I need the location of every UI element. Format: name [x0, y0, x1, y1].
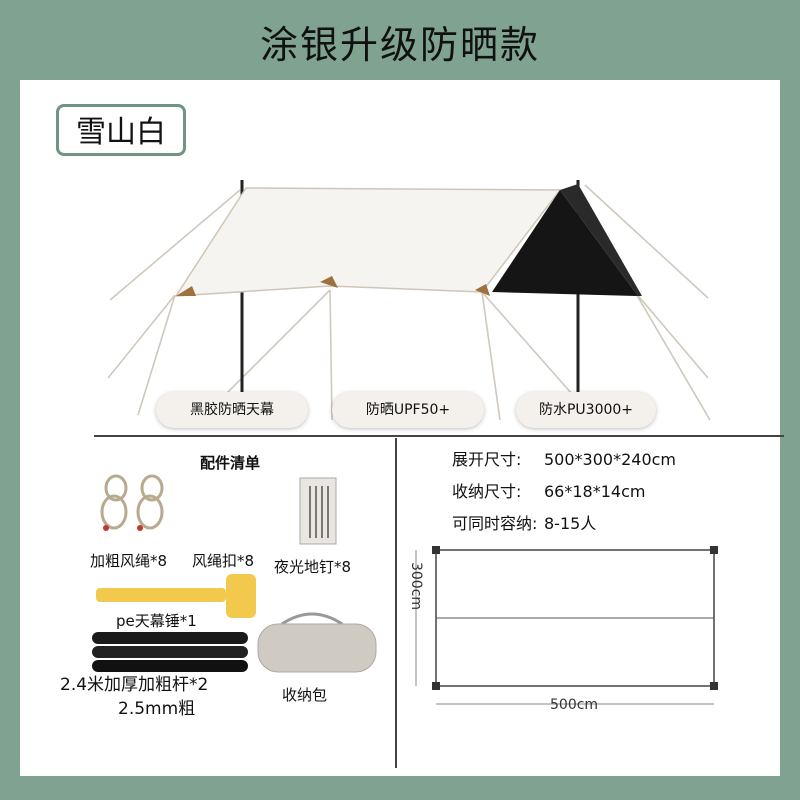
color-badge: 雪山白	[56, 104, 186, 156]
bag-label: 收纳包	[282, 686, 328, 704]
poles-label: 2.4米加厚加粗杆*2	[60, 675, 209, 695]
stakes-label: 夜光地钉*8	[274, 558, 352, 576]
tent-illustration	[107, 180, 711, 421]
spec-capacity: 可同时容纳:8-15人	[452, 514, 597, 533]
rope-label: 加粗风绳*8	[90, 552, 168, 570]
spec-packed: 收纳尺寸:66*18*14cm	[452, 482, 646, 501]
height-dimension-label: 300cm	[408, 561, 425, 611]
spec-unfolded: 展开尺寸:500*300*240cm	[452, 450, 676, 469]
dimension-diagram	[415, 546, 718, 705]
feature-tag-upf: 防晒UPF50+	[332, 392, 484, 428]
width-dimension-label: 500cm	[550, 697, 599, 713]
product-card: 雪山白 黑胶防晒天幕 防晒UPF50+ 防水PU3000+ 配件清单 加粗风绳*…	[20, 80, 784, 776]
rope-image	[100, 474, 164, 531]
hammer-image	[96, 574, 256, 618]
column-divider	[395, 438, 397, 768]
feature-tag-blackout: 黑胶防晒天幕	[156, 392, 308, 428]
bag-image	[257, 612, 377, 673]
poles-image	[92, 632, 248, 672]
hammer-label: pe天幕锤*1	[116, 612, 197, 630]
feature-tag-waterproof: 防水PU3000+	[516, 392, 656, 428]
section-divider	[94, 435, 784, 437]
poles-spec-label: 2.5mm粗	[118, 699, 196, 719]
stakes-image	[299, 477, 337, 545]
accessories-title: 配件清单	[199, 454, 260, 472]
page-title: 涂银升级防晒款	[259, 23, 540, 67]
buckle-label: 风绳扣*8	[192, 552, 255, 570]
